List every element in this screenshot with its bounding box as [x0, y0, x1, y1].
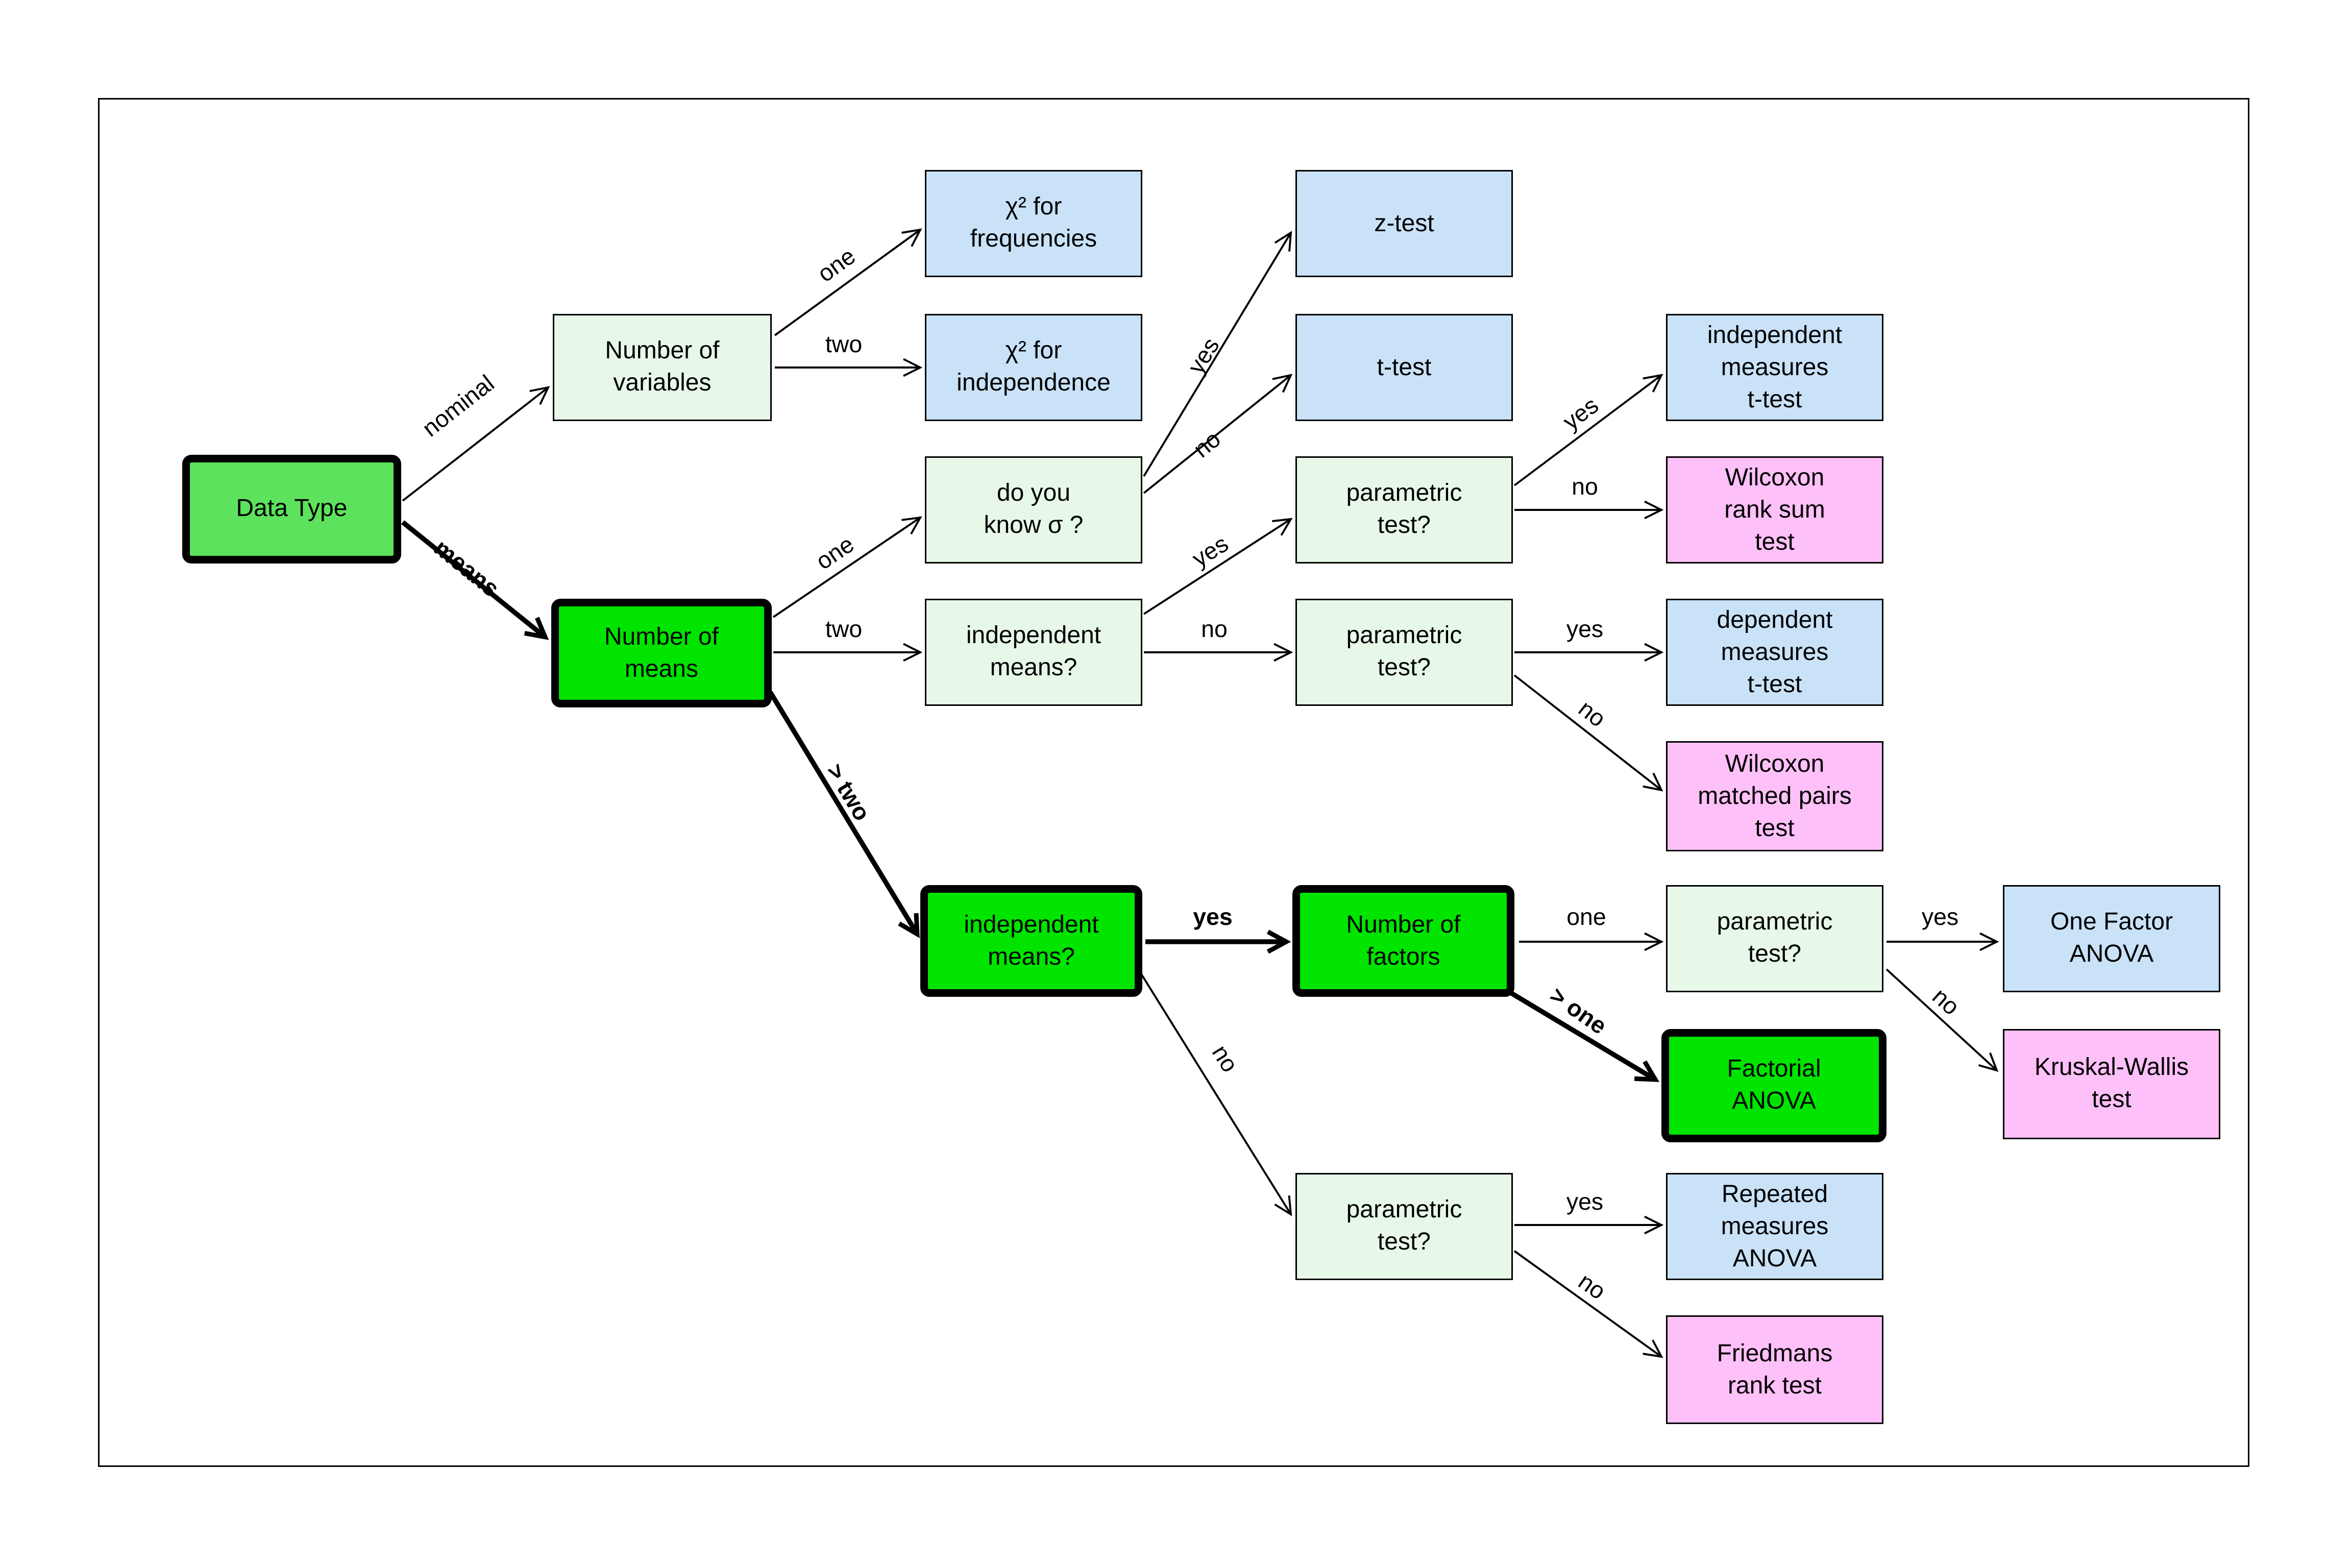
edge-label-yes-15: yes [1193, 905, 1233, 931]
chi-sq-frequencies-node: χ² for frequencies [925, 170, 1142, 277]
edge-parametric-test-factors-to-kruskal-wallis [1885, 968, 1999, 1072]
wilcoxon-rank-sum-node: Wilcoxon rank sum test [1666, 456, 1883, 564]
edge-number-of-means-to-do-you-know-sigma [772, 516, 922, 618]
edge-label-yes-21: yes [1566, 1190, 1604, 1216]
z-test-node: z-test [1295, 170, 1513, 277]
edge-label-no-12: no [1572, 475, 1598, 501]
edge-parametric-test-repeat-to-friedmans-rank [1513, 1250, 1663, 1358]
edge-data-type-to-number-of-variables [402, 386, 550, 502]
independent-measures-t-node: independent measures t-test [1666, 314, 1883, 421]
edge-label-no-10: no [1201, 617, 1228, 643]
repeated-measures-anova-node: Repeated measures ANOVA [1666, 1173, 1883, 1280]
edge-number-of-variables-to-chi-sq-frequencies [774, 228, 922, 336]
t-test-node: t-test [1295, 314, 1513, 421]
number-of-factors-node: Number of factors [1292, 885, 1514, 997]
edge-parametric-test-two-to-wilcoxon-matched-pairs [1513, 674, 1663, 792]
parametric-test-repeat-node: parametric test? [1295, 1173, 1513, 1280]
edge-do-you-know-sigma-to-t-test [1143, 374, 1293, 494]
parametric-test-two-node: parametric test? [1295, 599, 1513, 706]
edge-label-one-17: one [1566, 905, 1606, 931]
factorial-anova-node: Factorial ANOVA [1661, 1029, 1886, 1142]
friedmans-rank-node: Friedmans rank test [1666, 1315, 1883, 1424]
edge-label-two-5: two [825, 617, 863, 643]
edge-data-type-to-number-of-means [401, 520, 549, 640]
number-of-means-node: Number of means [551, 599, 772, 707]
edge-independent-means-two-to-parametric-test-sigma [1143, 518, 1293, 615]
chi-sq-independence-node: χ² for independence [925, 314, 1142, 421]
wilcoxon-matched-pairs-node: Wilcoxon matched pairs test [1666, 741, 1883, 851]
kruskal-wallis-node: Kruskal-Wallis test [2003, 1029, 2220, 1139]
edge-number-of-means-to-independent-means-many [768, 691, 920, 939]
edge-label-two-3: two [825, 332, 863, 358]
independent-means-two-node: independent means? [925, 599, 1142, 706]
edge-label-yes-13: yes [1566, 617, 1604, 643]
edge-label-yes-19: yes [1921, 905, 1959, 931]
number-of-variables-node: Number of variables [553, 314, 772, 421]
independent-means-many-node: independent means? [920, 885, 1142, 997]
do-you-know-sigma-node: do you know σ ? [925, 456, 1142, 564]
dependent-measures-t-node: dependent measures t-test [1666, 599, 1883, 706]
edge-do-you-know-sigma-to-z-test [1143, 231, 1292, 477]
one-factor-anova-node: One Factor ANOVA [2003, 885, 2220, 992]
parametric-test-sigma-node: parametric test? [1295, 456, 1513, 564]
edge-independent-means-many-to-parametric-test-repeat [1138, 970, 1292, 1216]
parametric-test-factors-node: parametric test? [1666, 885, 1883, 992]
edge-lines [401, 228, 1999, 1358]
edge-number-of-factors-to-factorial-anova [1508, 990, 1660, 1082]
data-type-node: Data Type [182, 455, 401, 564]
edge-parametric-test-sigma-to-independent-measures-t [1513, 374, 1663, 486]
diagram-border [98, 98, 2249, 1467]
